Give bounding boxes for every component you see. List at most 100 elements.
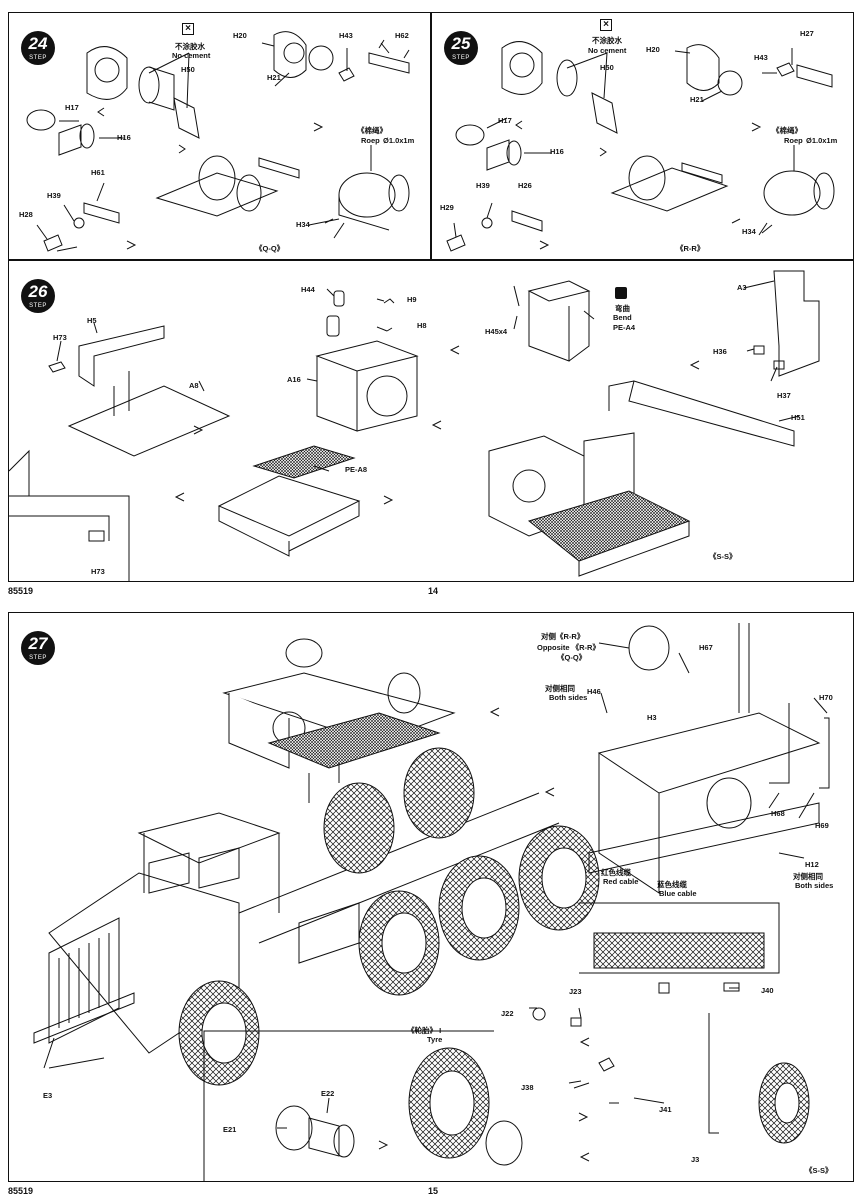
- step-27-illustration: [9, 613, 853, 1181]
- part-label: H44: [301, 285, 315, 294]
- step-25-illustration: [432, 13, 852, 258]
- part-label: H39: [476, 181, 490, 190]
- part-label: H3: [647, 713, 657, 722]
- part-label: H37: [777, 391, 791, 400]
- part-label: J41: [659, 1105, 672, 1114]
- part-label: H21: [690, 95, 704, 104]
- step-24-badge: 24 STEP: [21, 31, 55, 65]
- ref-label: 《S-S》: [805, 1166, 833, 1175]
- page-code: 85519: [8, 1186, 34, 1196]
- part-label: H29: [440, 203, 454, 212]
- part-label: H50: [600, 63, 614, 72]
- step-25-badge: 25 STEP: [444, 31, 478, 65]
- page-code: 85519: [8, 586, 34, 596]
- opposite-ref2: 《Q-Q》: [557, 653, 587, 662]
- step-24-panel: 24 STEP: [8, 12, 431, 260]
- no-cement-cn: 不涂胶水: [175, 42, 205, 51]
- part-label: H8: [417, 321, 427, 330]
- part-label: H39: [47, 191, 61, 200]
- ref-label: 《R-R》: [676, 244, 705, 253]
- no-cement-cn: 不涂胶水: [592, 36, 622, 45]
- part-label: H9: [407, 295, 417, 304]
- part-label: H45x4: [485, 327, 508, 336]
- part-label: H28: [19, 210, 33, 219]
- no-cement-en: No cement: [588, 46, 627, 55]
- part-label: E22: [321, 1089, 335, 1098]
- h12-both-en: Both sides: [795, 881, 834, 890]
- bend-cn: 弯曲: [615, 304, 630, 313]
- step-27-badge: 27 STEP: [21, 631, 55, 665]
- no-cement-icon: ×: [600, 19, 612, 31]
- bend-icon: [615, 287, 627, 299]
- part-label: H51: [791, 413, 805, 422]
- step-26-panel: 26 STEP: [8, 260, 854, 582]
- part-label: J3: [691, 1155, 700, 1164]
- bend-part: PE-A4: [613, 323, 636, 332]
- part-label: H36: [713, 347, 727, 356]
- rope-cn: 《棉绳》: [357, 126, 387, 135]
- part-label: E21: [223, 1125, 237, 1134]
- part-label: J40: [761, 986, 774, 995]
- step-24-illustration: [9, 13, 429, 258]
- bend-en: Bend: [613, 313, 632, 322]
- inset-part-label: H73: [91, 567, 105, 576]
- ref-label: 《Q-Q》: [255, 244, 285, 253]
- part-label: H73: [53, 333, 67, 342]
- part-label: H26: [518, 181, 532, 190]
- part-label: H46: [587, 687, 601, 696]
- red-cable-en: Red cable: [603, 877, 639, 886]
- part-label: J23: [569, 987, 582, 996]
- part-label: H69: [815, 821, 829, 830]
- part-label: A8: [189, 381, 199, 390]
- part-label: H62: [395, 31, 409, 40]
- part-label: H17: [498, 116, 512, 125]
- part-label: H12: [805, 860, 819, 869]
- no-cement-en: No cement: [172, 51, 211, 60]
- part-label: E3: [43, 1091, 53, 1100]
- part-label: H16: [550, 147, 564, 156]
- tyre-cn: 《轮胎》 I: [407, 1026, 442, 1035]
- opposite-cn: 对侧《R-R》: [541, 632, 585, 641]
- part-label: H27: [800, 29, 814, 38]
- rope-size: Ø1.0x1m: [806, 136, 838, 145]
- blue-cable-cn: 蓝色线缆: [657, 880, 687, 889]
- part-label: H21: [267, 73, 281, 82]
- rope-cn: 《棉绳》: [772, 126, 802, 135]
- step-25-panel: 25 STEP × 不涂胶水 No: [431, 12, 854, 260]
- rope-en: Roep: [361, 136, 380, 145]
- opposite-en: Opposite 《R-R》: [537, 643, 600, 652]
- step-26-badge: 26 STEP: [21, 279, 55, 313]
- part-label: H50: [181, 65, 195, 74]
- part-label: PE-A8: [345, 465, 368, 474]
- part-label: A3: [737, 283, 747, 292]
- step-27-panel: 27 STEP: [8, 612, 854, 1182]
- part-label: A16: [287, 375, 301, 384]
- part-label: H61: [91, 168, 105, 177]
- both-sides-en: Both sides: [549, 693, 588, 702]
- part-label: H17: [65, 103, 79, 112]
- both-sides-cn: 对侧相同: [545, 684, 575, 693]
- part-label: H34: [296, 220, 310, 229]
- page-number: 15: [428, 1186, 439, 1196]
- part-label: H43: [754, 53, 768, 62]
- tyre-en: Tyre: [427, 1035, 443, 1044]
- no-cement-icon: ×: [182, 23, 194, 35]
- red-cable-cn: 红色线缆: [601, 868, 631, 877]
- part-label: H70: [819, 693, 833, 702]
- part-label: J22: [501, 1009, 514, 1018]
- blue-cable-en: Blue cable: [659, 889, 697, 898]
- page-number: 14: [428, 586, 439, 596]
- rope-en: Roep: [784, 136, 803, 145]
- h12-both-cn: 对侧相同: [793, 872, 823, 881]
- ref-label: 《S-S》: [709, 552, 737, 561]
- part-label: H16: [117, 133, 131, 142]
- step-26-illustration: [9, 261, 853, 581]
- part-label: H67: [699, 643, 713, 652]
- part-label: J38: [521, 1083, 534, 1092]
- part-label: H20: [646, 45, 660, 54]
- part-label: H20: [233, 31, 247, 40]
- part-label: H43: [339, 31, 353, 40]
- rope-size: Ø1.0x1m: [383, 136, 415, 145]
- part-label: H34: [742, 227, 756, 236]
- part-label: H68: [771, 809, 785, 818]
